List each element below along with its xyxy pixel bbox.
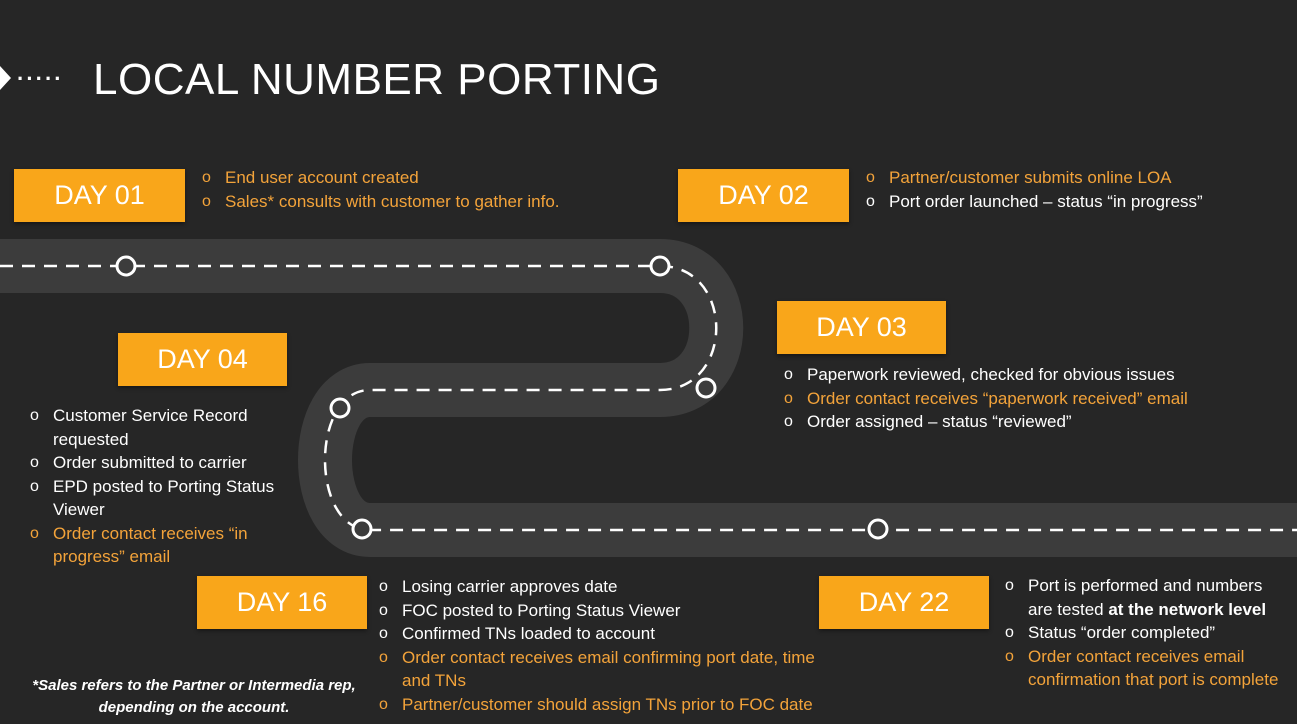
list-item: Port order launched – status “in progres… xyxy=(864,190,1289,214)
day-badge-22: DAY 22 xyxy=(819,576,989,629)
item-text-bold: at the network level xyxy=(1108,599,1267,619)
list-item: Customer Service Record requested xyxy=(28,404,293,451)
header-dots-icon: ····· xyxy=(17,66,64,91)
milestone-marker xyxy=(351,518,373,540)
milestone-marker xyxy=(867,518,889,540)
day-22-items: Port is performed and numbers are tested… xyxy=(1003,574,1291,692)
list-item: Port is performed and numbers are tested… xyxy=(1003,574,1291,621)
day-01-items: End user account created Sales* consults… xyxy=(200,166,640,213)
list-item: Sales* consults with customer to gather … xyxy=(200,190,640,214)
milestone-marker xyxy=(329,397,351,419)
list-item: FOC posted to Porting Status Viewer xyxy=(377,599,847,623)
day-02-items: Partner/customer submits online LOA Port… xyxy=(864,166,1289,213)
list-item: Order contact receives email confirmatio… xyxy=(1003,645,1291,692)
list-item: EPD posted to Porting Status Viewer xyxy=(28,475,293,522)
list-item: Confirmed TNs loaded to account xyxy=(377,622,847,646)
day-04-items: Customer Service Record requested Order … xyxy=(28,404,293,569)
day-03-items: Paperwork reviewed, checked for obvious … xyxy=(782,363,1287,434)
day-badge-02: DAY 02 xyxy=(678,169,849,222)
day-badge-04: DAY 04 xyxy=(118,333,287,386)
list-item: Order contact receives email confirming … xyxy=(377,646,847,693)
footnote-line: depending on the account. xyxy=(98,699,290,716)
list-item: Order assigned – status “reviewed” xyxy=(782,410,1287,434)
list-item: End user account created xyxy=(200,166,640,190)
milestone-marker xyxy=(649,255,671,277)
milestone-marker xyxy=(695,377,717,399)
list-item: Order contact receives “in progress” ema… xyxy=(28,522,293,569)
list-item: Paperwork reviewed, checked for obvious … xyxy=(782,363,1287,387)
day-badge-16: DAY 16 xyxy=(197,576,367,629)
header-arrow-icon xyxy=(0,66,11,90)
list-item: Partner/customer should assign TNs prior… xyxy=(377,693,847,717)
day-16-items: Losing carrier approves date FOC posted … xyxy=(377,575,847,716)
footnote: *Sales refers to the Partner or Intermed… xyxy=(14,675,374,719)
road-center-line xyxy=(0,264,1297,532)
list-item: Status “order completed” xyxy=(1003,621,1291,645)
day-badge-01: DAY 01 xyxy=(14,169,185,222)
footnote-line: *Sales refers to the Partner or Intermed… xyxy=(32,677,356,694)
milestone-marker xyxy=(115,255,137,277)
page-title: LOCAL NUMBER PORTING xyxy=(93,55,661,104)
list-item: Partner/customer submits online LOA xyxy=(864,166,1289,190)
day-badge-03: DAY 03 xyxy=(777,301,946,354)
list-item: Order contact receives “paperwork receiv… xyxy=(782,387,1287,411)
item-text: Port is performed and numbers are tested xyxy=(1028,576,1263,619)
list-item: Order submitted to carrier xyxy=(28,451,293,475)
list-item: Losing carrier approves date xyxy=(377,575,847,599)
